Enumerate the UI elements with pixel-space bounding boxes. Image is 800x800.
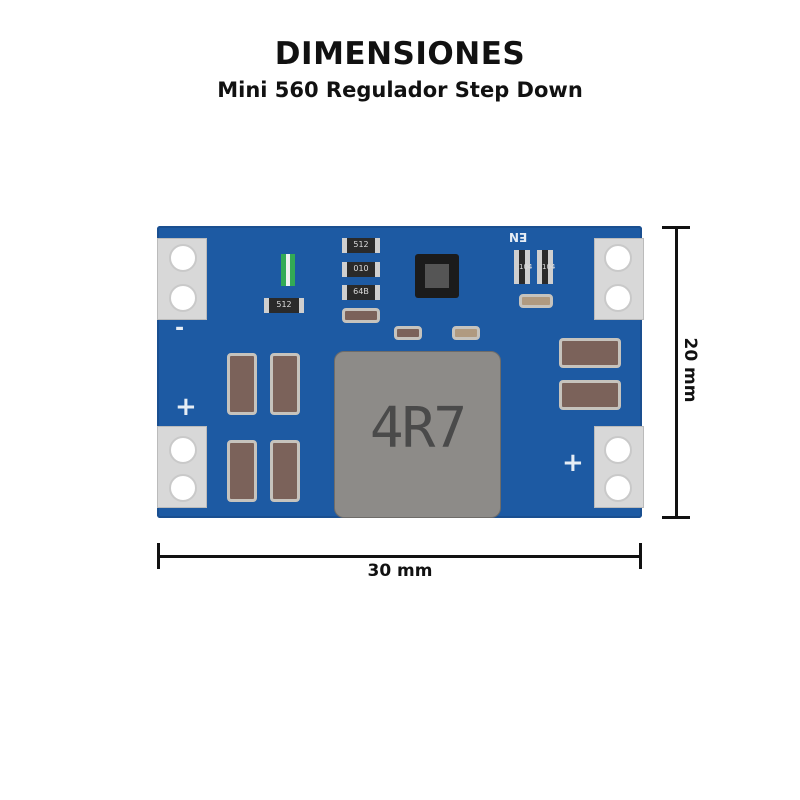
capacitor xyxy=(559,380,621,410)
hole xyxy=(604,474,632,502)
capacitor xyxy=(519,294,553,308)
hole xyxy=(169,244,197,272)
hole xyxy=(169,284,197,312)
capacitor xyxy=(270,353,300,415)
plus-label-right: + xyxy=(562,448,584,478)
resistor: 104 xyxy=(537,250,555,284)
plus-label-left: + xyxy=(175,392,197,422)
resistor: 010 xyxy=(342,262,380,277)
en-label: EN xyxy=(509,230,528,244)
width-label: 30 mm xyxy=(367,561,433,581)
minus-label: - xyxy=(175,316,185,341)
regulator-ic xyxy=(415,254,459,298)
resistor: 512 xyxy=(342,238,380,253)
page-title: DIMENSIONES xyxy=(274,36,526,72)
height-dimension-line xyxy=(675,226,678,519)
capacitor xyxy=(227,353,257,415)
hole xyxy=(604,284,632,312)
capacitor xyxy=(394,326,422,340)
led xyxy=(281,254,295,286)
hole xyxy=(169,474,197,502)
height-label: 20 mm xyxy=(680,337,700,403)
dimension-tick xyxy=(662,516,690,519)
dimension-tick xyxy=(662,226,690,229)
hole xyxy=(169,436,197,464)
page-subtitle: Mini 560 Regulador Step Down xyxy=(217,78,583,102)
capacitor xyxy=(452,326,480,340)
hole xyxy=(604,436,632,464)
inductor: 4R7 xyxy=(334,351,501,518)
dimension-tick xyxy=(157,543,160,569)
pcb-board: - + + EN 512 010 64B 512 104 104 4R7 xyxy=(157,226,644,518)
resistor: 64B xyxy=(342,285,380,300)
capacitor xyxy=(342,308,380,323)
resistor: 104 xyxy=(514,250,532,284)
capacitor xyxy=(227,440,257,502)
capacitor xyxy=(559,338,621,368)
width-dimension-line xyxy=(158,555,641,558)
inductor-marking: 4R7 xyxy=(369,396,467,461)
hole xyxy=(604,244,632,272)
resistor: 512 xyxy=(264,298,304,313)
capacitor xyxy=(270,440,300,502)
dimension-tick xyxy=(639,543,642,569)
